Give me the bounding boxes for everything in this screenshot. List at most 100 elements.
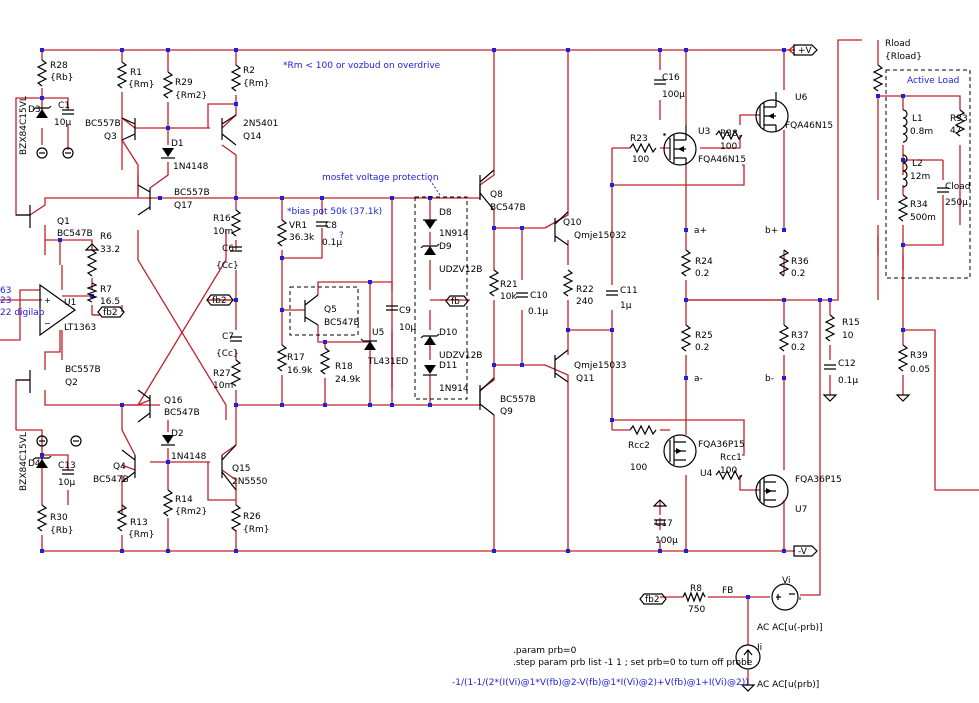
- ref-c7: C7: [222, 332, 234, 342]
- ref-d3: D3: [28, 105, 41, 115]
- val-c12: 0.1µ: [838, 376, 858, 386]
- ii-ac-label: AC AC[u(prb)]: [757, 680, 819, 690]
- net-flags: [97, 294, 667, 605]
- ref-q10: Q10: [563, 218, 582, 228]
- val-c6: {Cc}: [216, 261, 239, 271]
- val-r38: 100: [720, 142, 737, 152]
- inductors: [902, 109, 908, 188]
- ref-cload: Cload: [945, 182, 971, 192]
- val-rcc2: 100: [630, 463, 647, 473]
- val-c10: 0.1µ: [528, 307, 548, 317]
- pos-rail-text: +V: [798, 46, 813, 56]
- ii-label: Ii: [757, 643, 762, 653]
- val-r24: 0.2: [695, 269, 709, 279]
- val-r22: 240: [576, 297, 593, 307]
- val-u7: FQA36P15: [795, 475, 842, 485]
- val-r36: 0.2: [791, 269, 805, 279]
- val-r34: 500m: [910, 213, 936, 223]
- ref-r38: R38: [720, 129, 738, 139]
- val-d1: 1N4148: [173, 162, 209, 172]
- val-r15: 10: [842, 331, 854, 341]
- ref-q1: Q1: [57, 217, 70, 227]
- ref-rload: Rload: [885, 39, 911, 49]
- ref-u7: U7: [795, 505, 807, 515]
- val-d10: UDZV12B: [439, 351, 482, 361]
- ref-c1: C1: [58, 101, 70, 111]
- val-q10: Qmje15032: [574, 231, 627, 241]
- ref-r25: R25: [695, 331, 713, 341]
- ref-c8: C8: [325, 221, 337, 231]
- val-r39: 0.05: [910, 365, 930, 375]
- ref-r37: R37: [791, 331, 809, 341]
- val-r13: {Rm}: [128, 530, 154, 540]
- ref-r23: R23: [630, 134, 648, 144]
- val-r2: {Rm}: [243, 79, 269, 89]
- net-fb2-left: fb2: [212, 296, 227, 306]
- bjts: [16, 114, 569, 491]
- val-r6: 33.2: [100, 245, 120, 255]
- ref-q4: Q4: [113, 462, 126, 472]
- ref-c10: C10: [530, 291, 548, 301]
- val-r28: {Rb}: [50, 73, 73, 83]
- val-q11: Qmje15033: [574, 361, 627, 371]
- neg-rail-label: -V: [793, 545, 818, 557]
- ref-q8: Q8: [490, 190, 503, 200]
- val-q16: BC547B: [164, 408, 200, 418]
- ref-vr1: VR1: [289, 221, 307, 231]
- val-r29: {Rm2}: [175, 91, 207, 101]
- val-d11: 1N914: [439, 384, 469, 394]
- net-fb2-bottom: fb2: [645, 595, 660, 605]
- ref-q9: Q9: [500, 407, 513, 417]
- ref-r16: R16: [213, 214, 231, 224]
- val-l2: 12m: [910, 172, 930, 182]
- ref-r15: R15: [842, 318, 860, 328]
- ref-c17: C17: [655, 519, 673, 529]
- val-d8: 1N914: [439, 229, 469, 239]
- val-c7: {Cc}: [216, 349, 239, 359]
- ref-l1: L1: [912, 114, 923, 124]
- val-q9: BC557B: [500, 395, 536, 405]
- ref-c9: C9: [399, 306, 411, 316]
- net-b-minus: b-: [765, 374, 774, 384]
- ref-rcc1: Rcc1: [720, 453, 742, 463]
- ref-q5: Q5: [324, 305, 337, 315]
- val-c17: 100µ: [655, 536, 678, 546]
- left-fragment-3: 22 digilab: [0, 308, 45, 318]
- left-fragment-1: 63: [0, 286, 11, 296]
- ref-r21: R21: [500, 280, 518, 290]
- val-d4: BZX84C15VL: [19, 432, 29, 491]
- ref-c6: C6: [222, 244, 234, 254]
- val-r26: {Rm}: [243, 525, 269, 535]
- net-labels: fb2 fb2 fb fb2 FB a+ a- b+ b-: [103, 226, 778, 605]
- ref-r33: R33: [950, 114, 968, 124]
- ref-u4: U4: [700, 469, 713, 479]
- ref-r13: R13: [130, 518, 148, 528]
- pos-rail-label: +V: [793, 44, 818, 56]
- val-c8: 0.1µ: [322, 238, 342, 248]
- val-q5: BC547B: [324, 318, 360, 328]
- ref-q16: Q16: [164, 396, 183, 406]
- ref-r17: R17: [287, 353, 305, 363]
- net-a-plus: a+: [694, 226, 707, 236]
- ref-d4: D4: [28, 459, 41, 469]
- net-FB: FB: [722, 586, 733, 596]
- signal-wires: [0, 39, 979, 685]
- neg-rail-text: -V: [798, 547, 808, 557]
- ref-r22: R22: [576, 285, 594, 295]
- ref-u5: U5: [372, 328, 384, 338]
- svg-text:−: −: [44, 319, 51, 328]
- val-u4: FQA36P15: [698, 440, 745, 450]
- val-q1: BC547B: [57, 229, 93, 239]
- diodes: [32, 105, 440, 468]
- ground-symbols: [36, 147, 911, 692]
- val-r14: {Rm2}: [175, 507, 207, 517]
- val-vr1: 36.3k: [289, 233, 315, 243]
- left-fragment-2: 23: [0, 296, 11, 306]
- ref-r28: R28: [50, 61, 68, 71]
- val-d9: UDZV12B: [439, 265, 482, 275]
- val-q14: 2N5401: [243, 119, 278, 129]
- ref-r24: R24: [695, 257, 713, 267]
- ref-q15: Q15: [232, 464, 251, 474]
- dashed-boxes: [289, 69, 971, 400]
- val-c16: 100µ: [662, 90, 685, 100]
